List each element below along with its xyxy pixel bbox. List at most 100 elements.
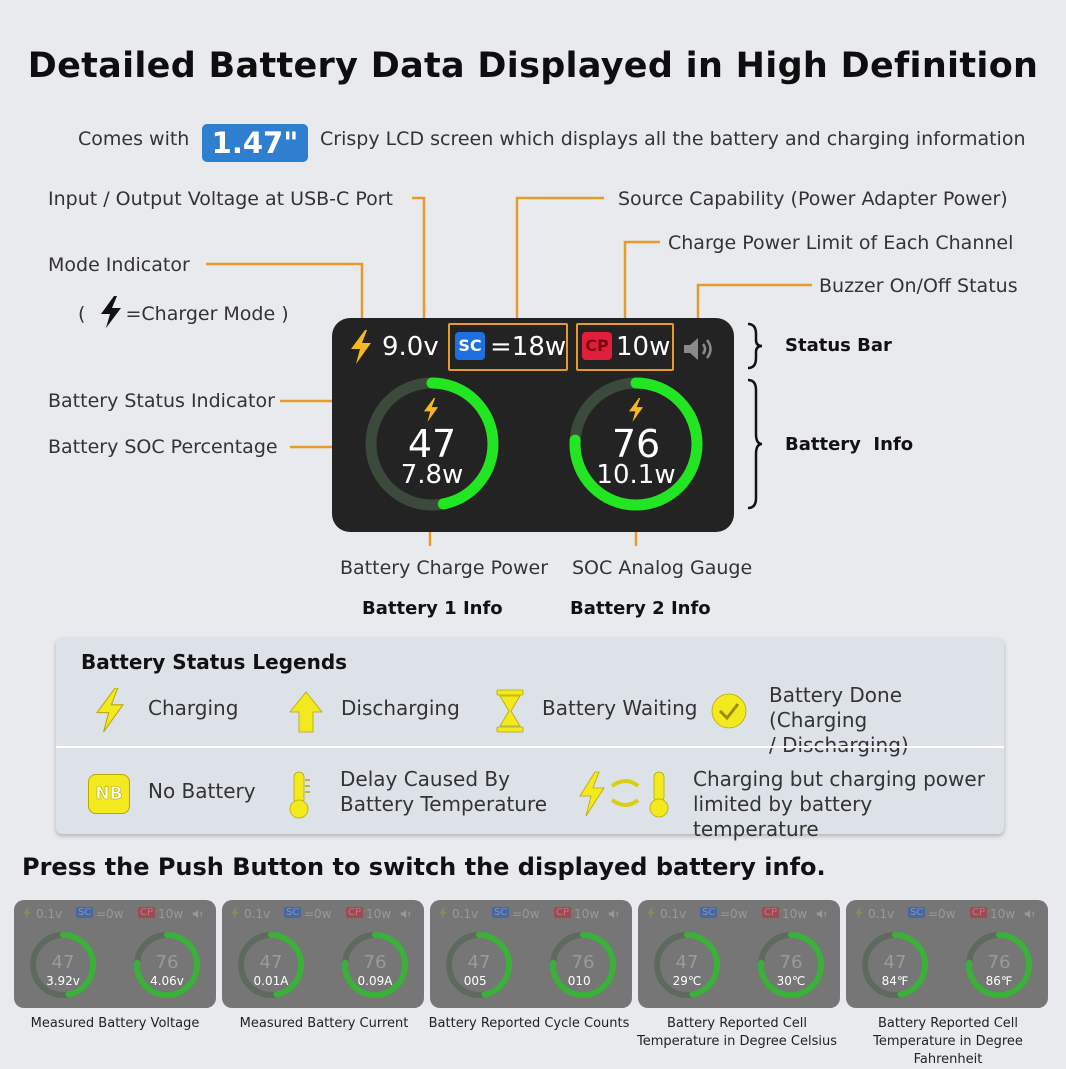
mini-battery1-soc: 47 — [467, 952, 491, 973]
mini-screen-caption: Battery Reported Cycle Counts — [419, 1015, 639, 1033]
cp-value: 10w — [616, 332, 671, 362]
legend-waiting: Battery Waiting — [542, 696, 698, 720]
subtitle: Comes with 1.47" Crispy LCD screen which… — [0, 124, 1066, 164]
mini-battery1-value: 005 — [463, 974, 495, 988]
gauge-fill-arc — [134, 932, 200, 998]
battery2-power: 10.1w — [596, 460, 676, 490]
mini-battery2-soc: 76 — [779, 952, 803, 973]
speaker-icon — [192, 909, 203, 919]
mini-sc-value: =0w — [928, 907, 956, 921]
mini-screen: 0.1v SC =0w CP 10w 47 76 84℉ 86℉ — [846, 900, 1048, 1008]
mini-voltage: 0.1v — [36, 907, 63, 921]
sc-value: =18w — [490, 332, 567, 362]
mini-cp-value: 10w — [158, 907, 184, 921]
mini-cp-tag: CP — [762, 907, 780, 918]
mini-screen: 0.1v SC =0w CP 10w 47 76 0.01A 0.09A — [222, 900, 424, 1008]
gauge-fill-arc — [238, 932, 304, 998]
mini-sc-value: =0w — [720, 907, 748, 921]
mini-sc-value: =0w — [304, 907, 332, 921]
bolt-icon — [231, 906, 239, 920]
label-soc-gauge: SOC Analog Gauge — [572, 557, 753, 579]
subtitle-prefix: Comes with — [78, 128, 190, 150]
soc-gauge-battery2 — [569, 377, 703, 511]
mini-battery2-value: 4.06v — [150, 974, 184, 988]
arrow-up-icon — [289, 691, 323, 733]
mini-sc-tag: SC — [492, 907, 510, 918]
gauge-fill-arc — [446, 932, 512, 998]
caption-line1: Battery Reported Cell — [666, 1016, 808, 1031]
label-battery2-info: Battery 2 Info — [570, 598, 711, 619]
legend-done: Battery Done (Charging / Discharging) — [769, 683, 1004, 758]
legend-charging: Charging — [148, 696, 239, 720]
mini-sc-tag: SC — [284, 907, 302, 918]
speaker-icon — [1024, 909, 1035, 919]
label-mode-indicator: Mode Indicator — [48, 254, 190, 276]
push-button-instruction: Press the Push Button to switch the disp… — [22, 853, 826, 881]
mini-sc-tag: SC — [700, 907, 718, 918]
mini-sc-value: =0w — [96, 907, 124, 921]
callout-line-buzzer — [696, 283, 812, 318]
mode-note-text: =Charger Mode — [125, 303, 276, 325]
legend-delay-temperature: Delay Caused By Battery Temperature — [340, 767, 547, 817]
mini-cp-tag: CP — [138, 907, 156, 918]
mini-battery1-value: 29℃ — [672, 974, 702, 988]
mini-battery2-soc: 76 — [987, 952, 1011, 973]
mini-cp-tag: CP — [346, 907, 364, 918]
mini-battery2-soc: 76 — [571, 952, 595, 973]
caption-line1: Battery Reported Cycle Counts — [428, 1016, 630, 1031]
battery1-soc: 47 — [407, 422, 457, 466]
gauge-fill-arc — [365, 377, 499, 511]
mini-gauge-battery2 — [134, 932, 200, 998]
label-battery1-info: Battery 1 Info — [362, 598, 503, 619]
sc-tag: SC — [455, 332, 485, 360]
legend-done-line1: Battery Done (Charging — [769, 683, 902, 732]
mode-note-open: ( — [78, 303, 86, 325]
bolt-thermometer-icon — [579, 771, 669, 818]
mini-cp-value: 10w — [574, 907, 600, 921]
legend-discharging: Discharging — [341, 696, 460, 720]
mode-note-close: ) — [281, 303, 289, 325]
mini-sc-value: =0w — [512, 907, 540, 921]
legend-heading: Battery Status Legends — [81, 650, 348, 674]
label-buzzer: Buzzer On/Off Status — [819, 275, 1018, 297]
mini-screen-caption: Measured Battery Voltage — [5, 1015, 225, 1033]
screen-size-badge: 1.47" — [202, 124, 308, 162]
label-io-voltage: Input / Output Voltage at USB-C Port — [48, 188, 393, 210]
voltage-readout: 9.0v — [382, 332, 439, 362]
mini-battery1-soc: 47 — [259, 952, 283, 973]
cp-tag: CP — [582, 332, 612, 360]
gauge-fill-arc — [758, 932, 824, 998]
callout-line-source-capability — [515, 196, 604, 324]
mini-voltage: 0.1v — [452, 907, 479, 921]
gauge-fill-arc — [569, 377, 703, 511]
callout-line-charge-power — [623, 240, 660, 324]
mini-battery2-value: 30℃ — [776, 974, 806, 988]
speaker-icon — [400, 909, 411, 919]
mini-battery1-value: 3.92v — [46, 974, 80, 988]
gauge-fill-arc — [30, 932, 96, 998]
soc-gauge-battery1 — [365, 377, 499, 511]
mini-cp-value: 10w — [782, 907, 808, 921]
bolt-icon — [647, 906, 655, 920]
status-bar-brace — [747, 322, 763, 370]
label-status-bar: Status Bar — [785, 335, 892, 356]
bolt-icon — [855, 906, 863, 920]
sc-callout-box — [448, 323, 568, 371]
bolt-icon — [96, 688, 124, 732]
bolt-icon — [101, 296, 122, 328]
battery2-soc: 76 — [611, 422, 661, 466]
caption-line2: Temperature in Degree Celsius — [637, 1034, 837, 1049]
gauge-fill-arc — [966, 932, 1032, 998]
bolt-icon — [351, 330, 371, 364]
gauge-fill-arc — [342, 932, 408, 998]
subtitle-suffix: Crispy LCD screen which displays all the… — [320, 128, 1026, 150]
mini-gauge-battery2 — [758, 932, 824, 998]
braces — [747, 322, 763, 510]
mini-gauge-battery1 — [238, 932, 304, 998]
legend-no-battery: No Battery — [148, 779, 256, 803]
mini-voltage: 0.1v — [868, 907, 895, 921]
mini-gauge-battery2 — [342, 932, 408, 998]
callout-line-mode — [206, 262, 364, 328]
check-circle-icon — [711, 693, 747, 729]
